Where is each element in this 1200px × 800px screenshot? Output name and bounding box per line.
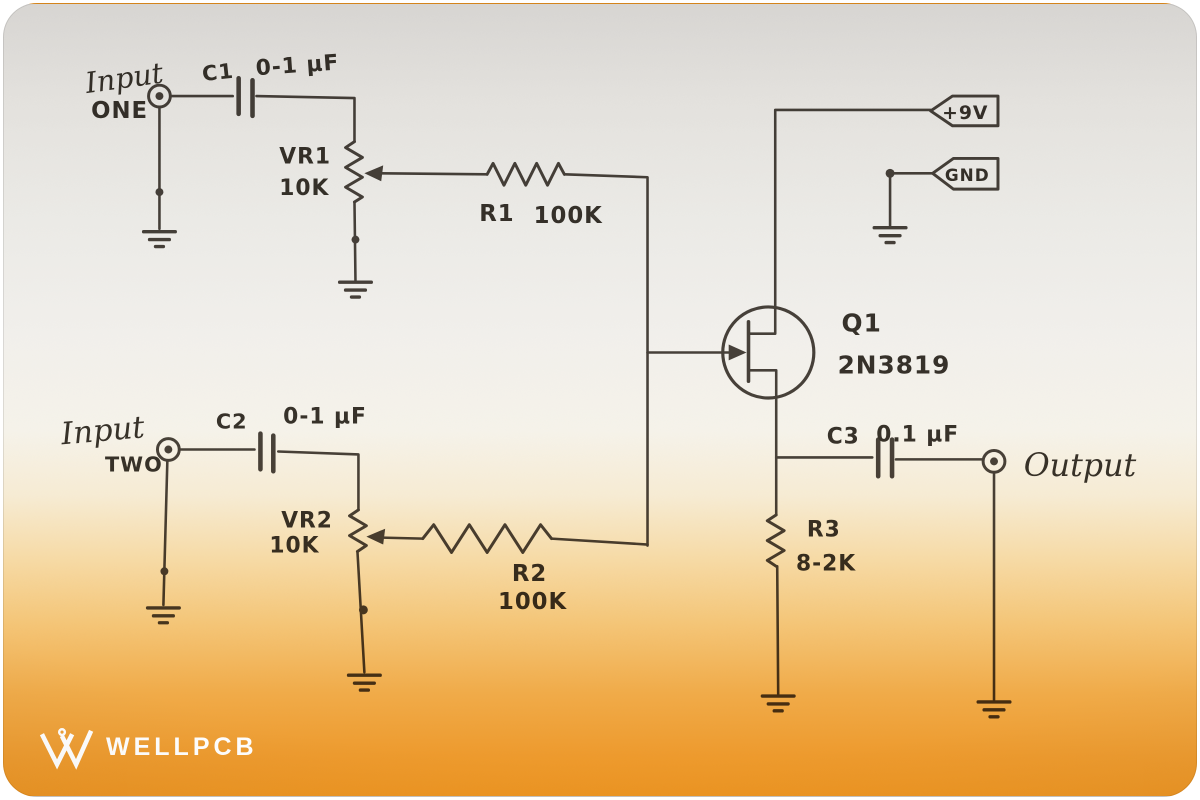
q1-value-label: 2N3819 (838, 350, 951, 379)
c1-value-label: 0-1 µF (255, 50, 340, 81)
vr1-ref-label: VR1 (279, 144, 331, 169)
wire-vr2-to-r2 (380, 536, 425, 540)
vr2-value-label: 10K (269, 533, 319, 558)
circuit-canvas: Input ONE C1 0-1 µF VR1 10K R1 100K Q1 2… (59, 50, 1137, 719)
ground-symbol-output (976, 700, 1012, 719)
jfet-drain-lead (747, 108, 932, 335)
vcc-label: +9V (942, 103, 988, 124)
wellpcb-logo-text: WELLPCB (106, 732, 258, 761)
junction-dot (351, 235, 360, 244)
wire-r2-to-bus (550, 537, 649, 546)
vr1-value-label: 10K (279, 176, 329, 201)
ground-symbol-gndflag (872, 226, 908, 245)
gnd-flag (931, 156, 1000, 191)
c1-ref-label: C1 (201, 59, 235, 86)
r3-resistor (765, 513, 786, 568)
r2-ref-label: R2 (512, 561, 547, 587)
wellpcb-watermark: WELLPCB (38, 724, 258, 770)
vr1-potentiometer (344, 140, 384, 204)
input-one-label: Input (82, 55, 166, 100)
wire-c2-to-vr2 (276, 450, 360, 512)
vr2-potentiometer (348, 508, 386, 553)
junction-dot (155, 188, 164, 197)
vr2-wiper-arrow (366, 528, 386, 545)
r3-value-label: 8-2K (796, 551, 856, 576)
jfet-source-lead (747, 369, 778, 517)
r2-resistor (421, 523, 553, 554)
junction-dot (885, 168, 895, 178)
r1-resistor (485, 161, 566, 187)
c1-capacitor (236, 75, 255, 119)
wire-r1-gate-bus (563, 172, 649, 547)
wire-vr1-to-r1 (378, 172, 489, 176)
input-two-sublabel: TWO (105, 452, 163, 476)
junction-dot (160, 567, 169, 576)
gnd-label: GND (945, 165, 990, 185)
c3-ref-label: C3 (827, 425, 860, 450)
r1-ref-label: R1 (479, 201, 514, 227)
vr1-wiper-arrow (364, 165, 384, 182)
vcc-flag (929, 94, 1000, 128)
r3-ref-label: R3 (807, 518, 841, 543)
ground-symbol-input2 (145, 606, 181, 625)
wire-gndflag-to-ground (888, 172, 934, 228)
q1-jfet (721, 108, 932, 517)
jfet-gate-arrow (728, 344, 747, 361)
wire-r3-to-ground (775, 565, 780, 696)
c3-capacitor (875, 437, 895, 479)
output-terminal (981, 449, 1007, 474)
ground-symbol-vr2 (346, 673, 382, 692)
ground-symbol-vr1 (337, 280, 373, 299)
vr2-ref-label: VR2 (281, 509, 333, 534)
ground-symbol-r3 (760, 694, 796, 713)
input-one-sublabel: ONE (91, 98, 148, 124)
schematic-card: Input ONE C1 0-1 µF VR1 10K R1 100K Q1 2… (3, 3, 1197, 797)
c3-value-label: 0.1 µF (876, 423, 959, 448)
c2-value-label: 0-1 µF (283, 405, 367, 430)
c2-capacitor (258, 431, 276, 474)
ground-symbol-input1 (141, 230, 177, 249)
output-label: Output (1024, 448, 1137, 484)
c2-ref-label: C2 (216, 410, 248, 434)
wire-c1-to-vr1 (255, 94, 356, 143)
wire-input2-to-ground (162, 459, 169, 607)
paper-texture (4, 4, 1196, 796)
junction-dot (358, 605, 368, 615)
input-two-label: Input (59, 410, 147, 452)
wellpcb-logo-icon (39, 728, 94, 770)
r1-value-label: 100K (534, 203, 603, 229)
r2-value-label: 100K (498, 589, 567, 615)
q1-ref-label: Q1 (842, 309, 882, 338)
